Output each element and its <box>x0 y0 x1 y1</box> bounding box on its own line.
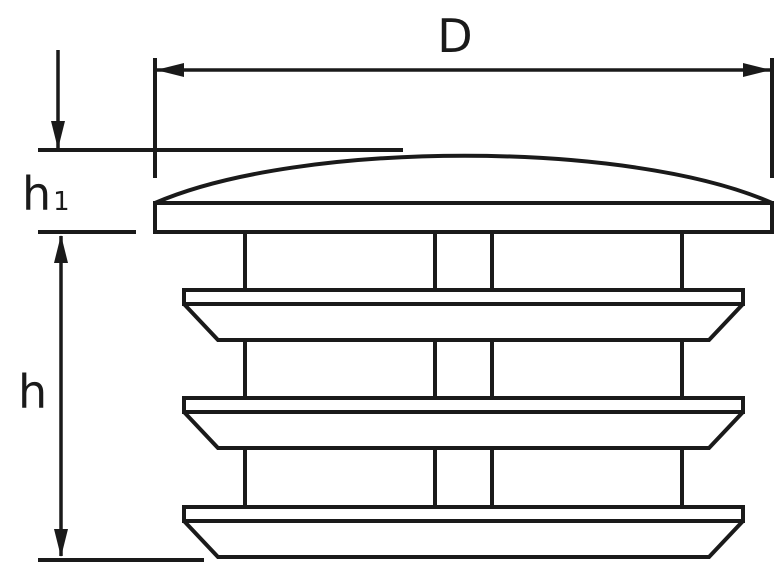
lamella-fin-3 <box>182 505 745 559</box>
cap-height-label-base: h <box>22 167 51 221</box>
cap-height-label-subscript: 1 <box>53 187 70 217</box>
lamella-fin-1 <box>182 288 745 342</box>
cap-dome <box>154 153 773 205</box>
lamella-fin-2 <box>182 396 745 450</box>
body-height-dimension <box>38 235 204 562</box>
fin-band <box>182 396 745 414</box>
diameter-dimension <box>153 58 774 178</box>
fin-band <box>182 288 745 306</box>
fin-taper <box>182 302 745 342</box>
domed-cap <box>153 153 774 234</box>
diameter-label: D <box>437 9 472 63</box>
fin-band <box>182 505 745 523</box>
fin-taper <box>182 519 745 559</box>
body-height-label: h <box>18 365 47 419</box>
body-ribs <box>243 232 684 507</box>
cap-height-dimension <box>38 50 403 234</box>
fin-taper <box>182 410 745 450</box>
cap-rim <box>153 201 774 234</box>
cap-height-label: h1 <box>22 167 70 221</box>
